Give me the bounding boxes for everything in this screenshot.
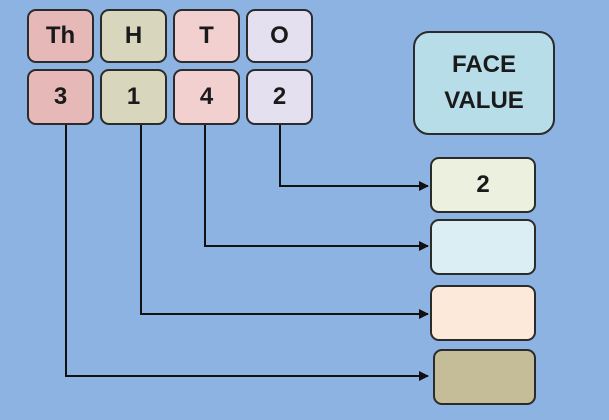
result-hundreds [430,285,536,341]
header-tens: T [173,9,240,63]
arrow-thousands [65,123,429,381]
digit-thousands: 3 [27,69,94,125]
face-value-line2: VALUE [444,87,524,114]
arrow-tens [204,123,429,251]
result-thousands [433,349,536,405]
digit-hundreds: 1 [100,69,167,125]
header-thousands: Th [27,9,94,63]
face-value-label: FACE VALUE [413,31,555,135]
arrow-hundreds [140,123,429,319]
arrow-ones [279,123,429,191]
header-hundreds: H [100,9,167,63]
header-ones: O [246,9,313,63]
digit-tens: 4 [173,69,240,125]
digit-ones: 2 [246,69,313,125]
result-tens [430,219,536,275]
result-ones: 2 [430,157,536,213]
face-value-line1: FACE [451,51,516,78]
